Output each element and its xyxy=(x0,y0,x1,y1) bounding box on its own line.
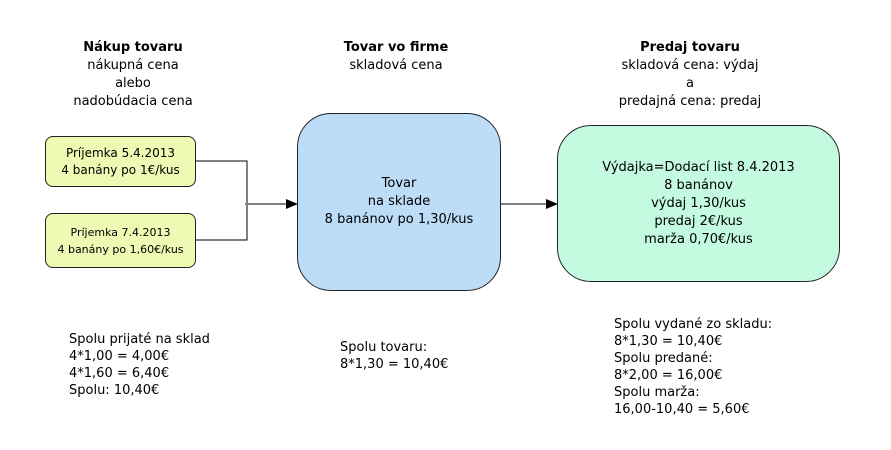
stock-subtitle-line: skladová cena xyxy=(349,58,443,73)
totals-line: Spolu tovaru: xyxy=(340,340,428,355)
purchase-subtitle-line: nákupná cena xyxy=(87,58,179,73)
stock-box: Tovar na sklade 8 banánov po 1,30/kus xyxy=(297,113,501,291)
totals-line: 8*2,00 = 16,00€ xyxy=(614,368,723,383)
sale-subtitle-line: skladová cena: výdaj xyxy=(621,58,759,73)
sale-box-line: 8 banánov xyxy=(664,177,733,193)
receipt-detail: 4 banány po 1€/kus xyxy=(61,162,180,177)
totals-line: Spolu predané: xyxy=(614,351,713,366)
sale-box-line: predaj 2€/kus xyxy=(654,213,743,229)
sale-box-line: Výdajka=Dodací list 8.4.2013 xyxy=(602,159,795,175)
sale-box-line: výdaj 1,30/kus xyxy=(651,195,746,211)
sale-subtitle-line: predajná cena: predaj xyxy=(618,94,762,109)
connector-receipt-2 xyxy=(196,205,248,241)
receipt-label: Príjemka 5.4.2013 xyxy=(65,145,176,160)
stock-box-line: Tovar xyxy=(381,176,417,191)
receipt-detail: 4 banány po 1,60€/kus xyxy=(57,242,184,256)
totals-line: 8*1,30 = 10,40€ xyxy=(614,334,723,349)
sale-heading: Predaj tovaru skladová cena: výdaj a pre… xyxy=(590,39,790,111)
connector-receipt-1 xyxy=(196,160,248,203)
totals-line: 4*1,60 = 6,40€ xyxy=(69,366,170,381)
totals-line: 16,00-10,40 = 5,60€ xyxy=(614,402,750,417)
stock-box-line: na sklade xyxy=(367,194,431,209)
stock-heading: Tovar vo firme skladová cena xyxy=(298,39,494,75)
purchase-subtitle-line: nadobúdacia cena xyxy=(73,94,193,109)
purchase-title: Nákup tovaru xyxy=(83,40,183,55)
stock-title: Tovar vo firme xyxy=(343,40,449,55)
sale-totals: Spolu vydané zo skladu: 8*1,30 = 10,40€ … xyxy=(614,316,772,418)
totals-line: Spolu marža: xyxy=(614,385,700,400)
totals-line: 8*1,30 = 10,40€ xyxy=(340,357,449,372)
purchase-subtitle-line: alebo xyxy=(115,76,151,91)
stock-box-line: 8 banánov po 1,30/kus xyxy=(324,212,474,227)
purchase-heading: Nákup tovaru nákupná cena alebo nadobúda… xyxy=(40,39,226,111)
totals-line: Spolu prijaté na sklad xyxy=(69,332,210,347)
sale-box-line: marža 0,70€/kus xyxy=(644,231,753,247)
totals-line: Spolu vydané zo skladu: xyxy=(614,317,773,332)
receipt-box-1: Príjemka 5.4.2013 4 banány po 1€/kus xyxy=(45,136,196,187)
stock-totals: Spolu tovaru: 8*1,30 = 10,40€ xyxy=(340,339,448,373)
totals-line: Spolu: 10,40€ xyxy=(69,383,160,398)
receipt-box-2: Príjemka 7.4.2013 4 banány po 1,60€/kus xyxy=(45,213,196,268)
receipt-label: Príjemka 7.4.2013 xyxy=(70,225,171,239)
sale-subtitle-line: a xyxy=(686,76,694,91)
totals-line: 4*1,00 = 4,00€ xyxy=(69,349,170,364)
sale-title: Predaj tovaru xyxy=(640,40,740,55)
purchase-totals: Spolu prijaté na sklad 4*1,00 = 4,00€ 4*… xyxy=(69,331,210,399)
sale-box: Výdajka=Dodací list 8.4.2013 8 banánov v… xyxy=(557,125,840,282)
